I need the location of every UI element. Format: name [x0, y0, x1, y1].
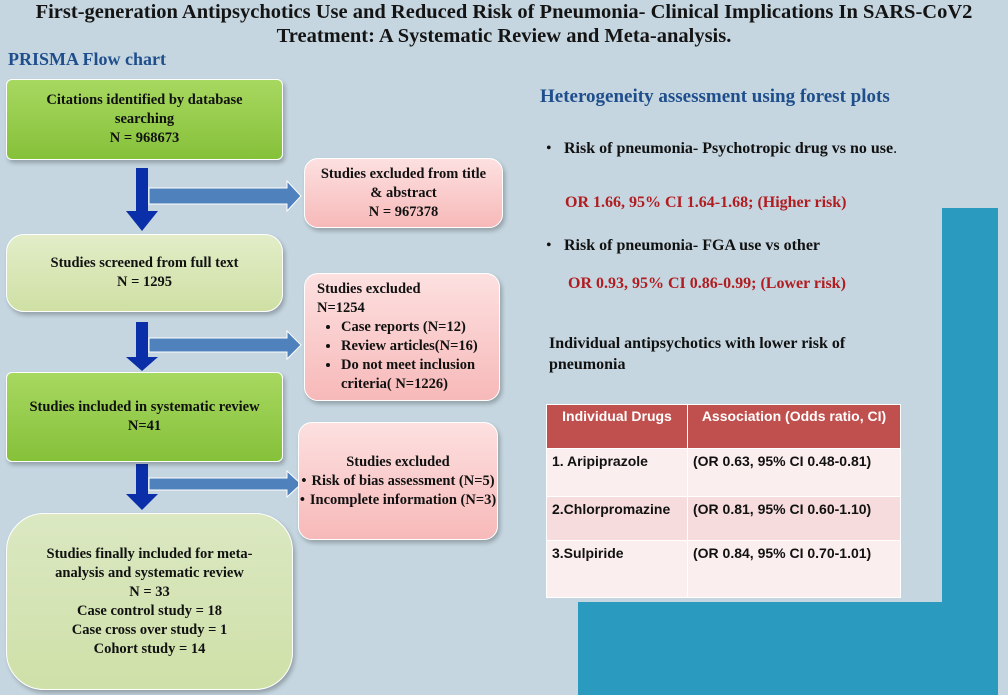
box-text: Case cross over study = 1 [71, 621, 228, 638]
table-row: 1. Aripiprazole (OR 0.63, 95% CI 0.48-0.… [546, 448, 901, 497]
box-count: N=1254 [317, 300, 365, 316]
poster-title: First-generation Antipsychotics Use and … [0, 0, 1008, 48]
bullet-dot: • [546, 140, 552, 157]
heading-line: Individual antipsychotics with lower ris… [549, 335, 846, 352]
item-text: Risk of pneumonia- Psychotropic drug vs … [564, 140, 894, 157]
box-excluded-bias: Studies excluded • Risk of bias assessme… [298, 422, 498, 540]
box-text: N=41 [127, 418, 162, 434]
list-item: Review articles(N=16) [341, 337, 499, 356]
box-text: Studies included in systematic review [29, 399, 260, 415]
exclusion-list: Case reports (N=12) Review articles(N=16… [317, 318, 499, 394]
item-period: . [893, 140, 898, 157]
list-item: • Incomplete information (N=3) [300, 491, 496, 510]
column-header: Individual Drugs [546, 404, 688, 449]
box-text: analysis and systematic review [55, 564, 244, 581]
individual-heading: Individual antipsychotics with lower ris… [549, 333, 845, 375]
right-arrow-2 [148, 329, 302, 361]
box-heading: Studies excluded [346, 453, 450, 470]
down-arrow-3 [126, 464, 158, 510]
heterogeneity-result-2: OR 0.93, 95% CI 0.86-0.99; (Lower risk) [568, 275, 846, 292]
box-screened-full-text: Studies screened from full text N = 1295 [6, 234, 283, 312]
box-text: Case control study = 18 [77, 602, 222, 619]
title-line-1: First-generation Antipsychotics Use and … [35, 1, 973, 23]
heterogeneity-item-2: • Risk of pneumonia- FGA use vs other [546, 237, 820, 255]
list-item-text: Incomplete information (N=3) [309, 491, 497, 508]
title-line-2: Treatment: A Systematic Review and Meta-… [276, 25, 732, 47]
column-header: Association (Odds ratio, CI) [687, 404, 901, 449]
box-text: N = 968673 [109, 130, 180, 146]
list-item: • Risk of bias assessment (N=5) [301, 472, 494, 491]
heading-line: pneumonia [549, 356, 626, 373]
table-header-row: Individual Drugs Association (Odds ratio… [546, 404, 901, 449]
box-text: Citations identified by database [46, 92, 243, 108]
box-heading: Studies excluded [317, 281, 421, 297]
box-text: N = 967378 [368, 203, 439, 220]
list-item-text: Risk of bias assessment (N=5) [311, 472, 495, 489]
right-arrow-1 [148, 179, 302, 213]
heterogeneity-item-1: • Risk of pneumonia- Psychotropic drug vs… [546, 140, 897, 158]
box-finally-included: Studies finally included for meta- analy… [6, 513, 293, 690]
bullet-dot: • [546, 237, 552, 254]
list-item: Do not meet inclusion criteria( N=1226) [341, 356, 499, 394]
item-text: Risk of pneumonia- FGA use vs other [564, 237, 821, 254]
box-excluded-title-abstract: Studies excluded from title & abstract N… [304, 158, 503, 228]
table-row: 2.Chlorpromazine (OR 0.81, 95% CI 0.60-1… [546, 496, 901, 541]
table-cell: (OR 0.63, 95% CI 0.48-0.81) [687, 448, 901, 497]
heterogeneity-heading: Heterogeneity assessment using forest pl… [540, 86, 890, 107]
table-cell: 3.Sulpiride [546, 540, 688, 598]
bullet-dot: • [301, 472, 307, 489]
box-text: N = 33 [129, 583, 170, 600]
box-text: Studies excluded from title [320, 165, 487, 182]
box-text: searching [114, 111, 175, 127]
box-citations-identified: Citations identified by database searchi… [6, 79, 283, 160]
table-cell: 2.Chlorpromazine [546, 496, 688, 541]
right-arrow-3 [148, 469, 302, 499]
box-text: N = 1295 [117, 274, 172, 290]
drugs-table: Individual Drugs Association (Odds ratio… [546, 404, 901, 598]
box-excluded-full-text: Studies excluded N=1254 Case reports (N=… [304, 273, 500, 401]
table-cell: 1. Aripiprazole [546, 448, 688, 497]
list-item: Case reports (N=12) [341, 318, 499, 337]
table-cell: (OR 0.84, 95% CI 0.70-1.01) [687, 540, 901, 598]
down-arrow-2 [126, 322, 158, 371]
down-arrow-1 [126, 168, 158, 231]
prisma-heading: PRISMA Flow chart [8, 49, 166, 69]
table-cell: (OR 0.81, 95% CI 0.60-1.10) [687, 496, 901, 541]
box-text: Studies screened from full text [50, 255, 239, 271]
box-text: & abstract [370, 184, 437, 201]
heterogeneity-result-1: OR 1.66, 95% CI 1.64-1.68; (Higher risk) [565, 194, 847, 211]
box-text: Cohort study = 14 [93, 640, 206, 657]
bullet-dot: • [299, 491, 305, 508]
table-row: 3.Sulpiride (OR 0.84, 95% CI 0.70-1.01) [546, 540, 901, 598]
box-text: Studies finally included for meta- [46, 545, 253, 562]
box-included-systematic-review: Studies included in systematic review N=… [6, 372, 283, 462]
